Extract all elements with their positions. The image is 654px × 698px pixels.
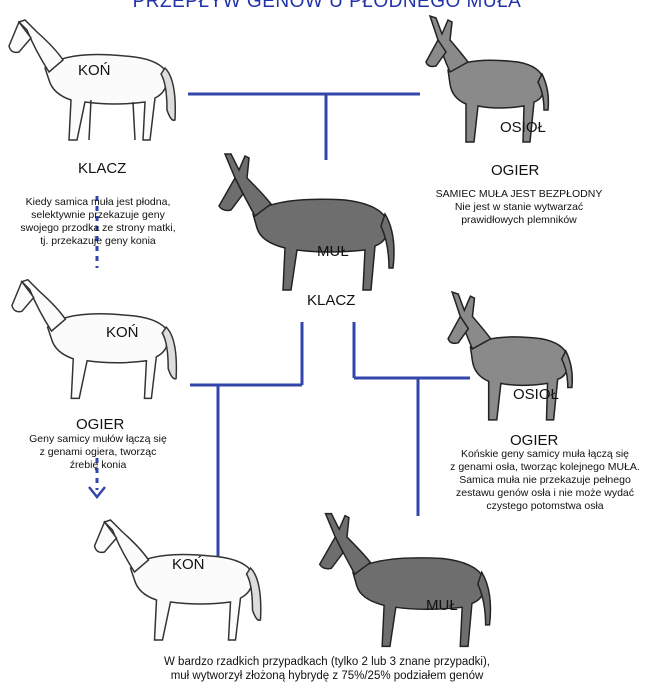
sex-label-klacz-center: KLACZ bbox=[307, 292, 355, 309]
animal-label-donkey-middle: OSIOŁ bbox=[513, 386, 559, 403]
mid-right-note: Końskie geny samicy muła łączą się z gen… bbox=[436, 448, 654, 513]
sex-label-klacz-top: KLACZ bbox=[78, 160, 126, 177]
mid-left-note: Geny samicy mułów łączą się z genami ogi… bbox=[0, 433, 196, 472]
top-right-note: SAMIEC MUŁA JEST BEZPŁODNY Nie jest w st… bbox=[424, 188, 614, 227]
animal-label-horse-bottom: KOŃ bbox=[172, 556, 205, 573]
animal-label-horse-middle: KOŃ bbox=[106, 324, 139, 341]
animal-label-donkey-top: OSIOŁ bbox=[500, 119, 546, 136]
animal-label-mule-center: MUŁ bbox=[317, 243, 349, 260]
sex-label-ogier-left: OGIER bbox=[76, 416, 124, 433]
donkey-illustration-middle bbox=[436, 286, 586, 426]
mule-illustration-center bbox=[205, 148, 415, 296]
horse-illustration-middle bbox=[8, 268, 186, 410]
mule-illustration-bottom bbox=[306, 506, 511, 654]
horse-illustration-bottom bbox=[88, 510, 273, 650]
sex-label-ogier-right: OGIER bbox=[510, 432, 558, 449]
left-note: Kiedy samica muła jest płodna, selektywn… bbox=[0, 196, 196, 248]
animal-label-horse-top: KOŃ bbox=[78, 62, 111, 79]
animal-label-mule-bottom: MUŁ bbox=[426, 597, 458, 614]
horse-illustration-top bbox=[5, 10, 185, 150]
footer-note: W bardzo rzadkich przypadkach (tylko 2 l… bbox=[0, 655, 654, 683]
sex-label-ogier-top: OGIER bbox=[491, 162, 539, 179]
